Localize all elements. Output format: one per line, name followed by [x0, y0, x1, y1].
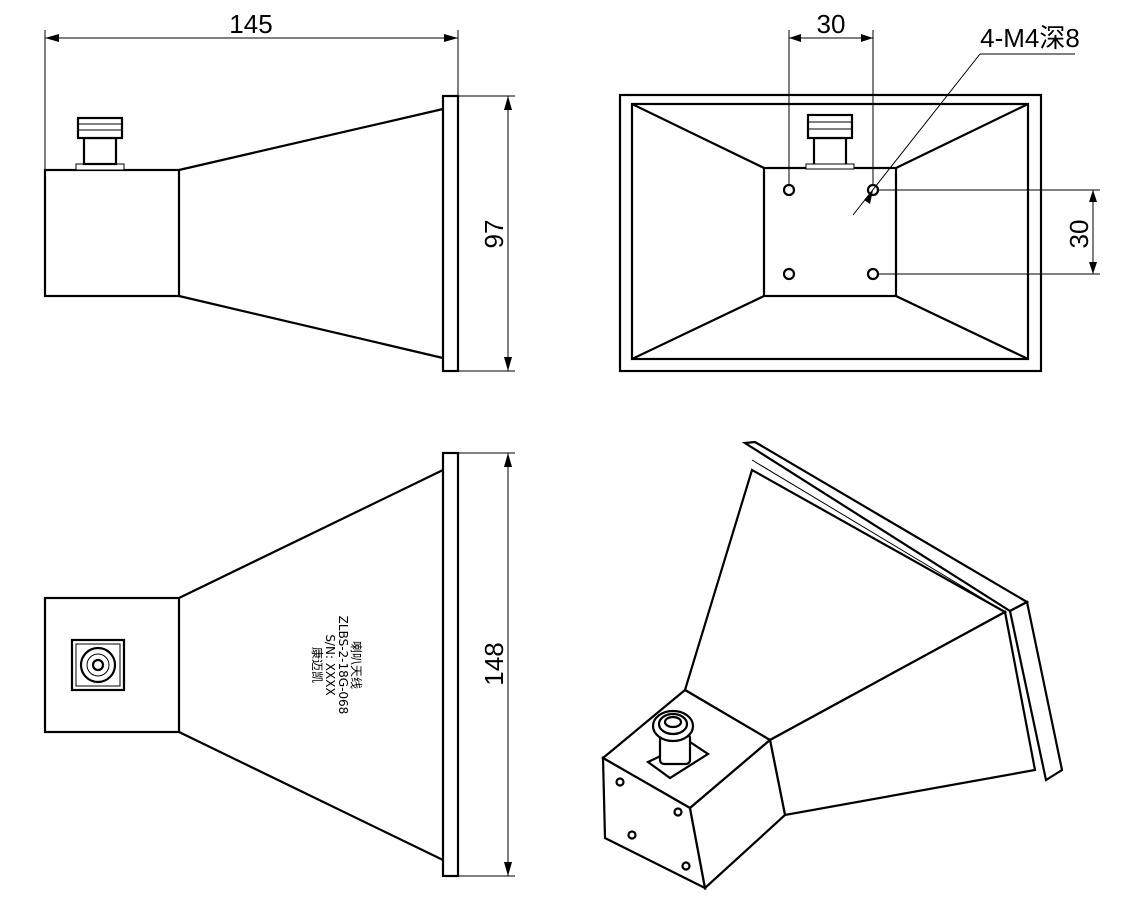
top-view: 喇叭天线 ZLBS-2-18G-068 S/N: XXXX 康迈凯 148 — [43, 451, 515, 878]
nameplate-line3: S/N: XXXX — [323, 634, 337, 695]
dim-hole-spacing-y: 30 — [878, 189, 1100, 275]
connector-face-icon — [70, 638, 126, 692]
dim-hole-spacing-x-text: 30 — [817, 9, 846, 39]
nameplate-line4: 康迈凯 — [310, 647, 325, 683]
hole-icon — [782, 183, 796, 197]
nameplate-line2: ZLBS-2-18G-068 — [336, 616, 350, 715]
side-view: 145 97 — [43, 9, 515, 373]
hole-icon — [782, 267, 796, 281]
iso-block-side — [688, 737, 787, 891]
iso-connector-icon — [645, 709, 711, 780]
dim-width: 148 — [458, 452, 515, 877]
front-view-horn-edges — [631, 103, 1029, 360]
side-view-flange — [441, 94, 460, 373]
screw-icon — [673, 807, 683, 817]
front-view-flange-outer — [618, 93, 1043, 373]
side-view-connector — [75, 116, 125, 171]
top-view-horn — [178, 469, 444, 861]
top-view-flange — [441, 451, 460, 878]
dim-width-text: 148 — [479, 642, 509, 685]
screw-icon — [681, 861, 691, 871]
screw-icon — [627, 830, 637, 840]
dim-hole-spacing-x: 30 — [788, 9, 874, 185]
dim-height: 97 — [458, 95, 515, 372]
nameplate-line1: 喇叭天线 — [349, 641, 364, 689]
screw-icon — [615, 777, 625, 787]
side-view-horn — [178, 107, 444, 360]
thread-leader: 4-M4深8 — [852, 23, 1080, 216]
isometric-view — [601, 440, 1064, 891]
front-view: 30 30 4-M4深8 — [618, 9, 1100, 373]
side-view-body — [43, 168, 181, 298]
front-view-aperture — [630, 102, 1030, 361]
dim-height-text: 97 — [479, 220, 509, 249]
nameplate: 喇叭天线 ZLBS-2-18G-068 S/N: XXXX 康迈凯 — [310, 616, 364, 715]
dim-length: 145 — [44, 9, 459, 170]
hole-icon — [866, 267, 880, 281]
dim-length-text: 145 — [229, 9, 272, 39]
front-view-connector — [805, 113, 855, 170]
thread-note-text: 4-M4深8 — [980, 23, 1080, 53]
dim-hole-spacing-y-text: 30 — [1064, 220, 1094, 249]
